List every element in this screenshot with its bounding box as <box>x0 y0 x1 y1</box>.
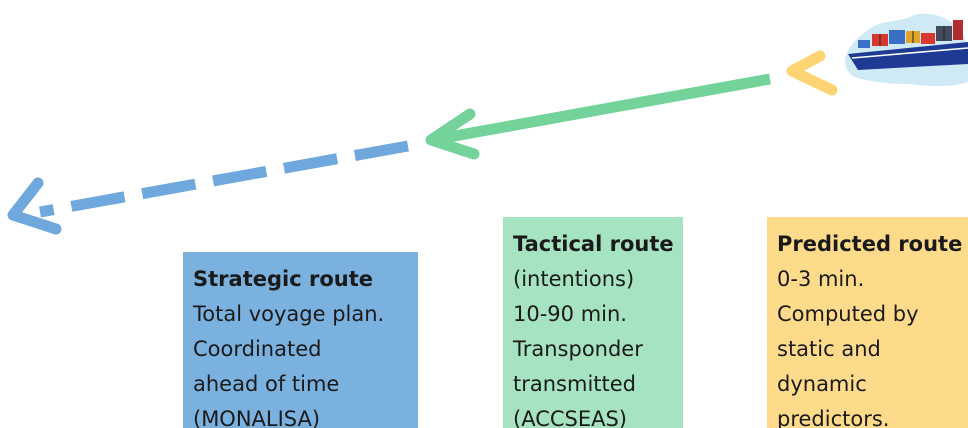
tactical-route-line: Transponder <box>513 337 643 361</box>
predicted-route-line: predictors. <box>777 407 890 428</box>
predicted-route-title: Predicted route <box>777 232 963 256</box>
strategic-route-title: Strategic route <box>193 267 373 291</box>
predicted-route-arrowhead <box>786 50 838 96</box>
tactical-route-line: 10-90 min. <box>513 302 627 326</box>
strategic-route-line: ahead of time <box>193 372 340 396</box>
predicted-route-line: 0-3 min. <box>777 267 865 291</box>
tactical-route-title: Tactical route <box>513 232 674 256</box>
predicted-route-line: static and <box>777 337 881 361</box>
strategic-route-line: (MONALISA) <box>193 407 321 428</box>
predicted-route-line: dynamic <box>777 372 867 396</box>
tactical-route-arrow-shaft <box>437 73 771 145</box>
strategic-route-box: Strategic route Total voyage plan. Coord… <box>183 252 418 428</box>
strategic-route-line: Coordinated <box>193 337 322 361</box>
tactical-route-arrowhead <box>425 108 480 160</box>
container-ship-icon <box>845 13 968 86</box>
strategic-route-arrow-shaft <box>39 140 409 218</box>
tactical-route-box: Tactical route (intentions) 10-90 min. T… <box>503 217 683 428</box>
tactical-route-line: transmitted <box>513 372 636 396</box>
strategic-route-line: Total voyage plan. <box>193 302 385 326</box>
predicted-route-line: Computed by <box>777 302 919 326</box>
predicted-route-box: Predicted route 0-3 min. Computed by sta… <box>767 217 968 428</box>
tactical-route-line: (intentions) <box>513 267 635 291</box>
strategic-route-arrowhead <box>7 177 62 235</box>
tactical-route-line: (ACCSEAS) <box>513 407 628 428</box>
